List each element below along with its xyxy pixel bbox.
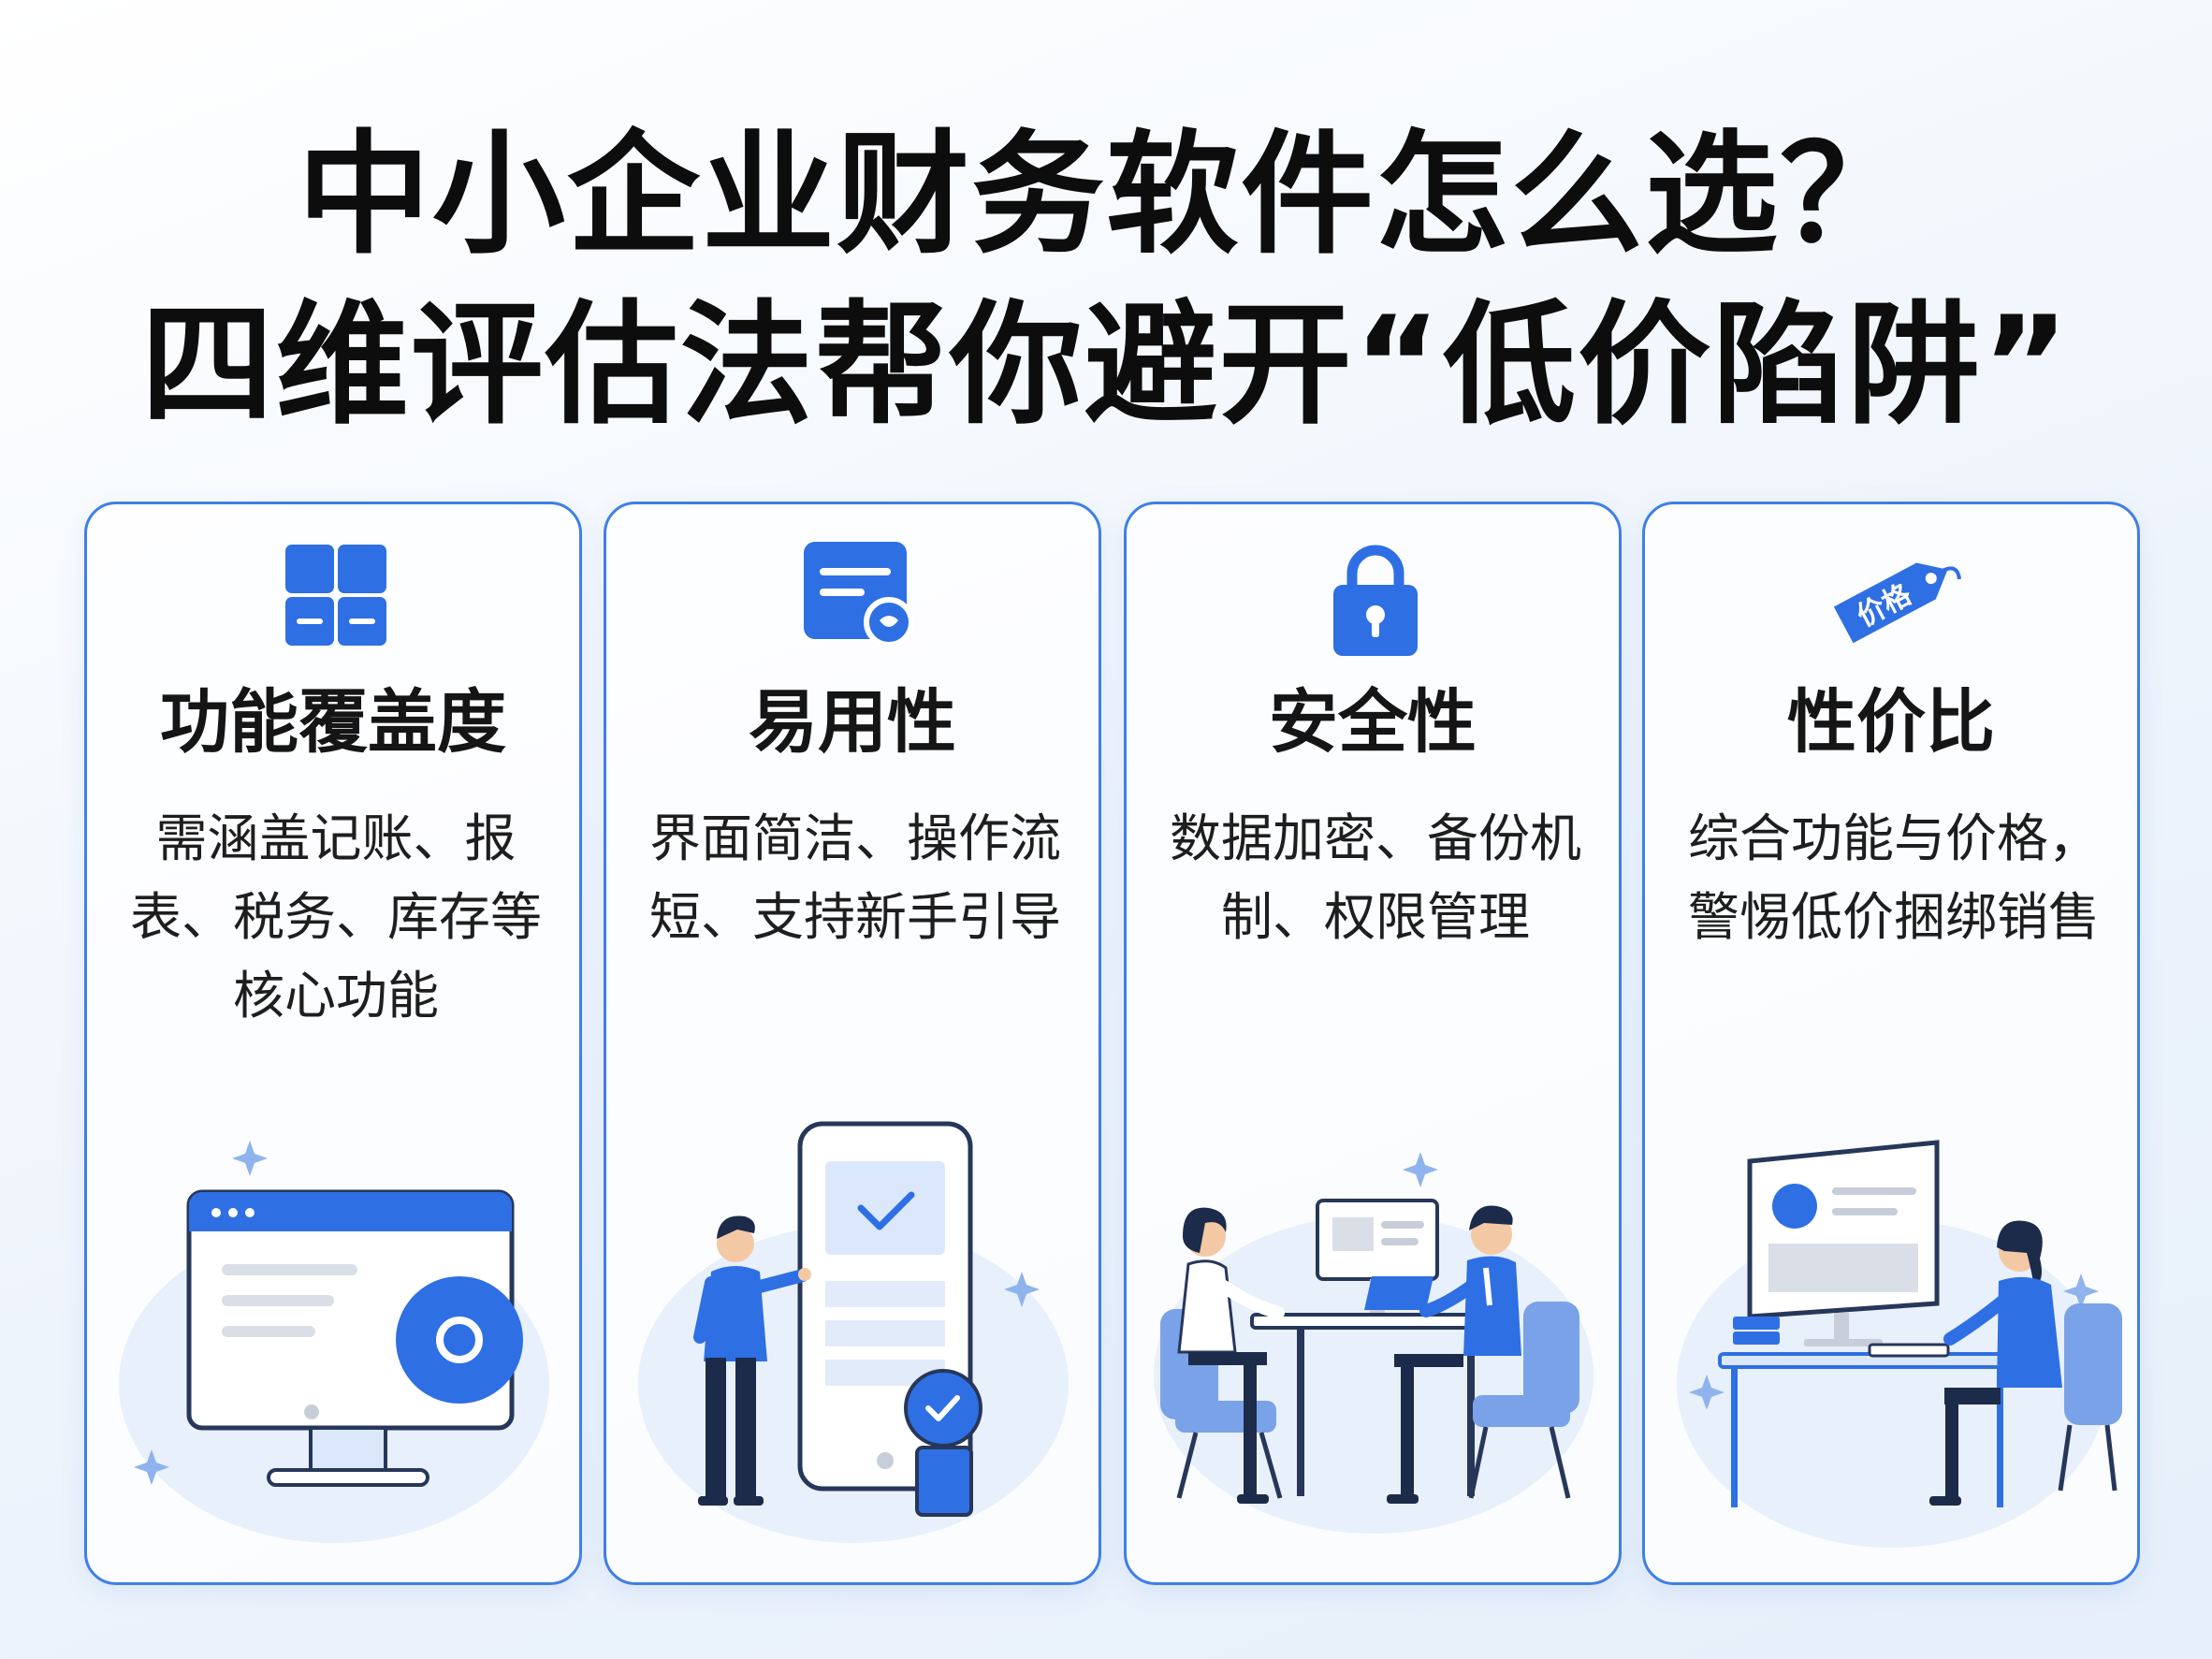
card-title: 性价比 xyxy=(1787,682,1995,763)
card-title: 易用性 xyxy=(749,682,956,763)
monitor-settings-illustration xyxy=(119,1141,549,1543)
card-value-for-money: 价格 性价比 综合功能与价格，警惕低价捆绑销售 xyxy=(1642,502,2140,1585)
lock-icon xyxy=(1333,545,1418,656)
headline-line-1: 中小企业财务软件怎么选？ xyxy=(298,118,1914,272)
meeting-illustration xyxy=(1154,1152,1594,1534)
headline-line-2: 四维评估法帮你避开“低价陷阱” xyxy=(140,288,2072,443)
card-description: 界面简洁、操作流短、支持新手引导 xyxy=(648,808,1061,947)
card-ease-of-use: 易用性 界面简洁、操作流短、支持新手引导 xyxy=(604,502,1101,1585)
card-feature-coverage: 功能覆盖度 需涵盖记账、报表、税务、库存等核心功能 xyxy=(84,502,582,1585)
card-title: 功能覆盖度 xyxy=(160,682,506,763)
headline: 中小企业财务软件怎么选？ 四维评估法帮你避开“低价陷阱” xyxy=(0,110,2212,451)
criteria-cards: 功能覆盖度 需涵盖记账、报表、税务、库存等核心功能 xyxy=(84,502,2140,1585)
document-badge-icon xyxy=(804,542,914,648)
desk-worker-illustration xyxy=(1677,1140,2122,1548)
phone-guide-illustration xyxy=(638,1121,1069,1543)
card-description: 需涵盖记账、报表、税务、库存等核心功能 xyxy=(129,808,542,1026)
card-description: 综合功能与价格，警惕低价捆绑销售 xyxy=(1687,808,2100,947)
card-title: 安全性 xyxy=(1269,682,1477,763)
grid-modules-icon xyxy=(285,545,386,646)
card-description: 数据加密、备份机制、权限管理 xyxy=(1169,808,1581,947)
card-security: 安全性 数据加密、备份机制、权限管理 xyxy=(1124,502,1622,1585)
price-tag-icon: 价格 xyxy=(1833,562,1961,644)
